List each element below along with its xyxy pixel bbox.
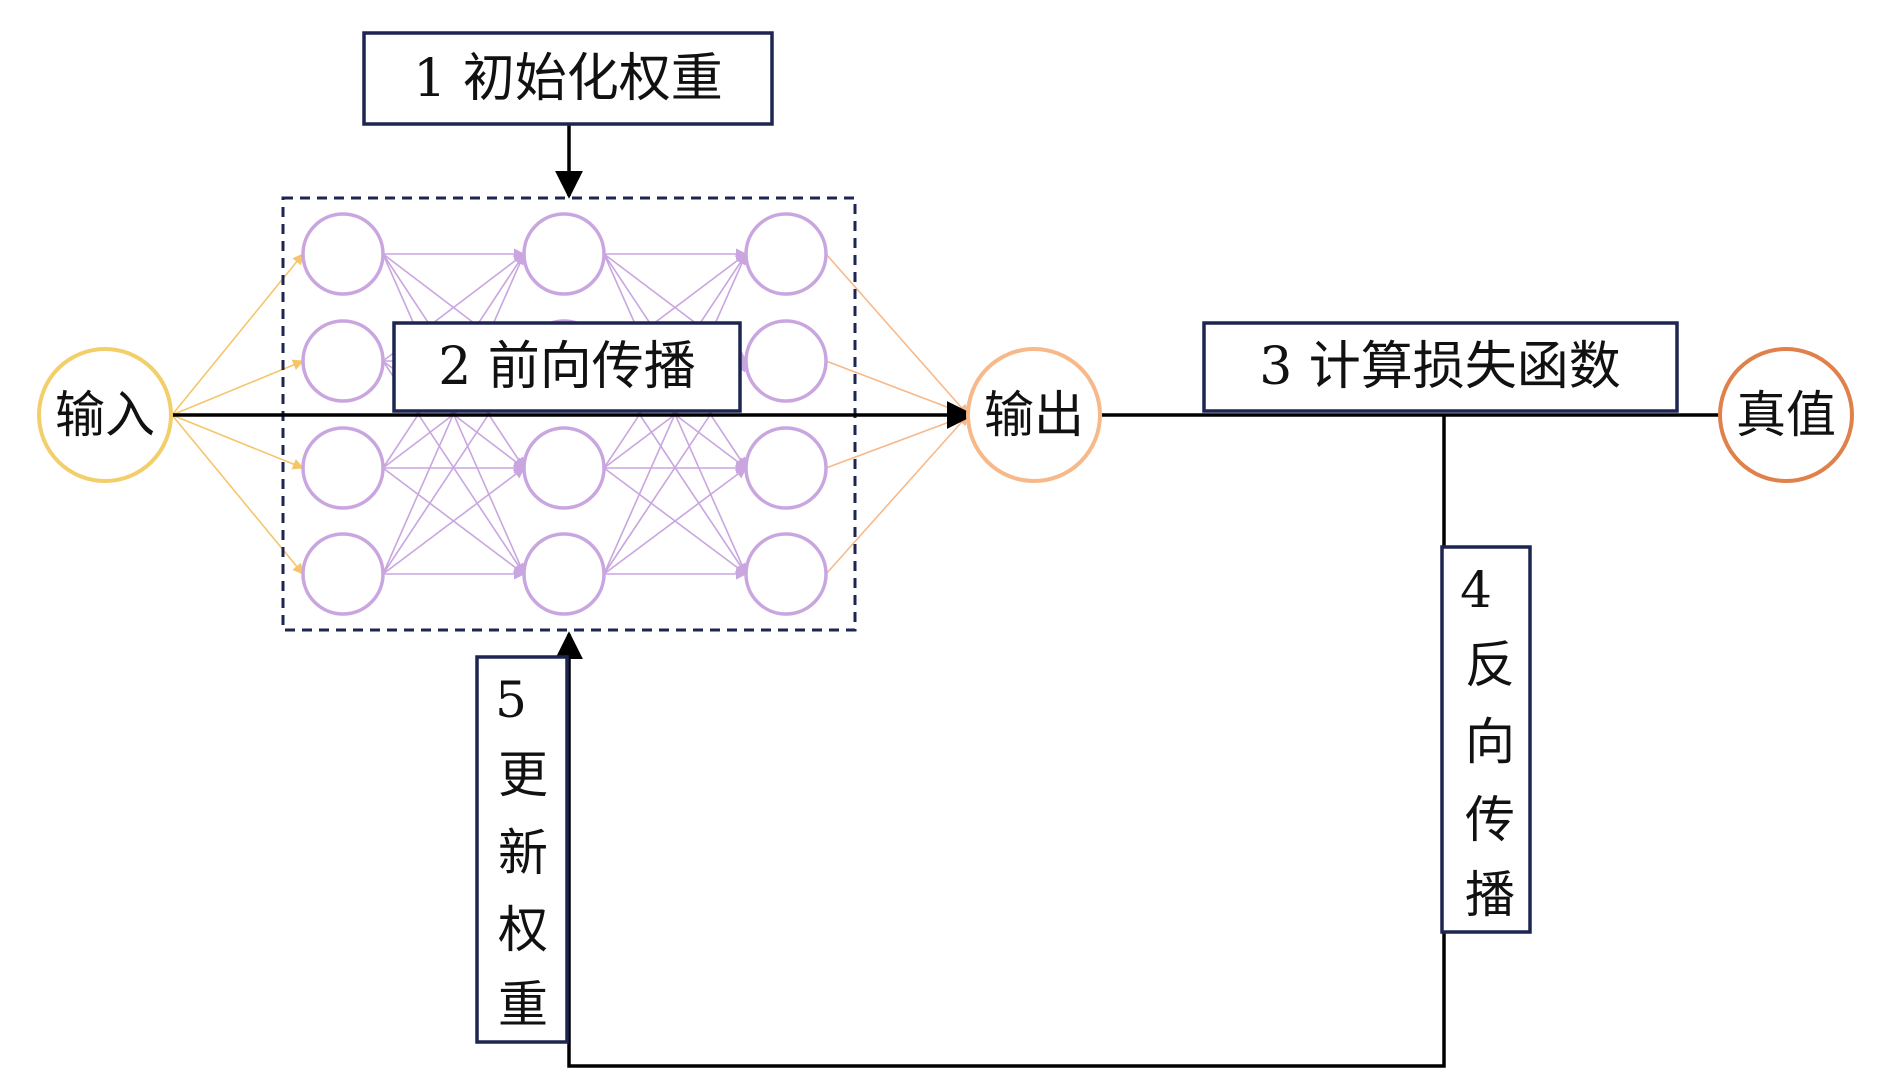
input-connection [171,414,304,575]
step-update-box: 5 更 新 权 重 [475,655,569,1044]
output-node-label: 输出 [984,386,1084,444]
input-connection [171,253,304,416]
step-backprop-char-5: 播 [1465,866,1515,924]
output-node: 输出 [966,347,1102,483]
output-connection [825,414,969,575]
step-init-weights-box: 1 初始化权重 [362,31,774,126]
neuron [522,212,606,296]
neuron [301,532,385,616]
truth-node-label: 真值 [1736,386,1836,444]
step-backprop-box: 4 反 向 传 播 [1440,545,1532,934]
step-update-char-2: 更 [498,746,548,804]
step-loss-label: 3 计算损失函数 [1259,337,1621,397]
input-node: 输入 [37,347,173,483]
output-connection [825,413,970,469]
output-connections [825,253,970,575]
neuron [301,319,385,403]
neuron [522,426,606,510]
step-backprop-char-4: 传 [1465,791,1515,849]
step-update-char-3: 新 [498,824,548,882]
step-update-char-5: 重 [498,976,548,1034]
neuron [301,212,385,296]
neuron [744,532,828,616]
input-connection [171,359,305,416]
neuron [744,426,828,510]
neuron [522,532,606,616]
output-connection [825,253,969,416]
neuron [301,426,385,510]
step-forward-label: 2 前向传播 [438,337,696,397]
hidden-connection [382,467,525,575]
step-update-char-1: 5 [495,671,527,729]
input-node-label: 输入 [55,386,155,444]
neuron [744,319,828,403]
step-forward-box: 2 前向传播 [392,321,742,413]
step-init-weights-label: 1 初始化权重 [413,49,723,109]
step-backprop-char-3: 向 [1465,713,1515,771]
truth-node: 真值 [1718,347,1854,483]
input-connection [171,414,305,470]
step-loss-box: 3 计算损失函数 [1202,321,1679,413]
step-backprop-char-2: 反 [1465,636,1515,694]
neuron [744,212,828,296]
hidden-connection [603,467,747,575]
output-connection [825,360,970,417]
step-update-char-4: 权 [498,901,548,959]
feedback-loop-line [555,415,1446,1068]
input-connections [171,253,305,575]
step-backprop-char-1: 4 [1460,561,1492,619]
